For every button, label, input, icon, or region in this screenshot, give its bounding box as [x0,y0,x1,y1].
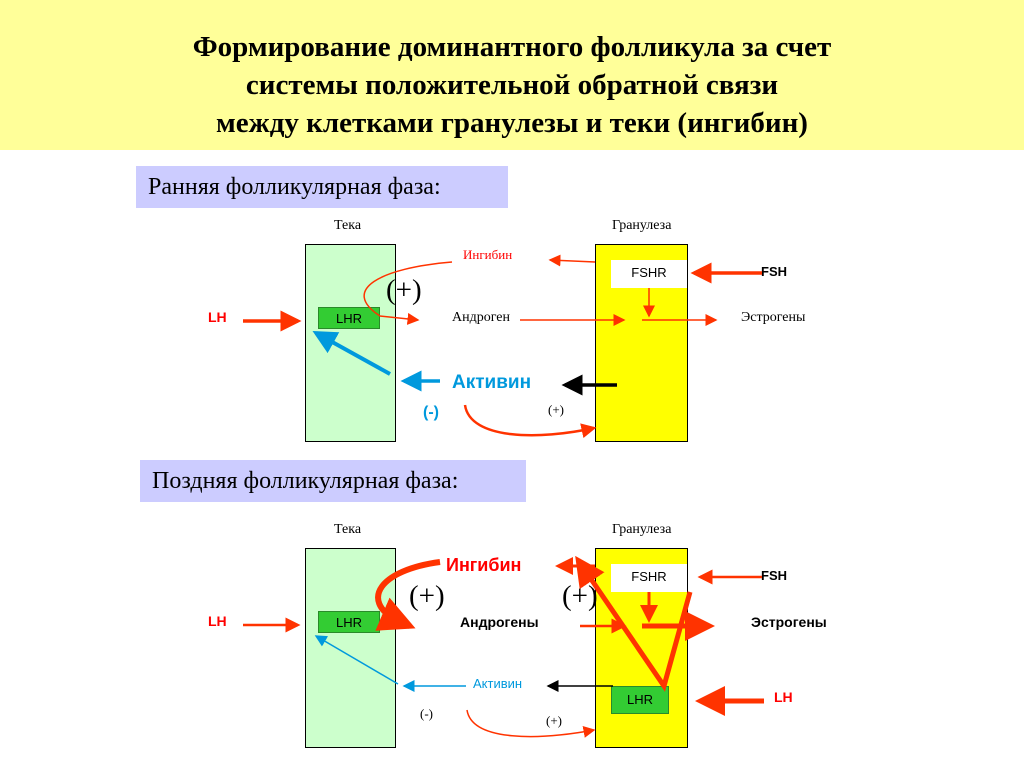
early-activin-lhr-arrow [312,331,391,376]
early-inhibin-arrow [548,254,596,267]
slide-title: Формирование доминантного фолликула за с… [0,28,1024,142]
late-activin-feedback-curve [466,709,596,738]
early-inhibin-label: Ингибин [463,247,513,262]
early-activin-feedback-curve [463,404,597,439]
late-granulosa-label: Гранулеза [612,522,672,537]
late-inhibin-curve-arrow [375,559,441,631]
early-plus-big: (+) [386,274,422,306]
early-lhr-receptor: LHR [318,307,380,329]
late-activin-label: Активин [473,676,523,691]
title-line-1: Формирование доминантного фолликула за с… [192,31,832,63]
late-lhr-theca-receptor: LHR [318,611,380,633]
late-estrogens-label: Эстрогены [751,614,827,630]
early-granulosa-label: Гранулеза [612,218,672,233]
early-androgen-label: Андроген [452,310,510,325]
title-line-3: между клетками гранулезы и теки (ингибин… [216,107,808,139]
late-theca-cell [305,548,396,748]
late-lhr-feedback-arrow [575,555,693,692]
early-fshr-receptor: FSHR [611,260,687,288]
early-minus-label: (-) [423,404,439,421]
early-activin-label: Активин [452,372,532,393]
late-lh-left-label: LH [208,613,227,629]
title-line-2: системы положительной обратной связи [245,69,779,101]
late-lhr-granulosa-receptor: LHR [611,686,669,714]
late-androgens-label: Андрогены [460,614,539,630]
early-inhibin-curve-arrow [363,261,453,325]
early-phase-label: Ранняя фолликулярная фаза: [136,166,508,208]
late-activin-lhr-arrow [314,635,399,685]
late-plus-small: (+) [546,713,562,728]
late-inhibin-label: Ингибин [446,555,522,575]
early-theca-label: Тека [334,218,362,233]
late-fshr-receptor: FSHR [611,564,687,592]
early-fsh-label: FSH [761,264,787,279]
late-phase-label: Поздняя фолликулярная фаза: [140,460,526,502]
early-lh-label: LH [208,309,227,325]
early-plus-small: (+) [548,402,564,417]
title-band [0,0,1024,150]
late-minus-label: (-) [420,706,433,721]
late-lh-right-label: LH [774,689,793,705]
late-fsh-label: FSH [761,568,787,583]
late-theca-label: Тека [334,522,362,537]
early-estrogens-label: Эстрогены [741,310,806,325]
